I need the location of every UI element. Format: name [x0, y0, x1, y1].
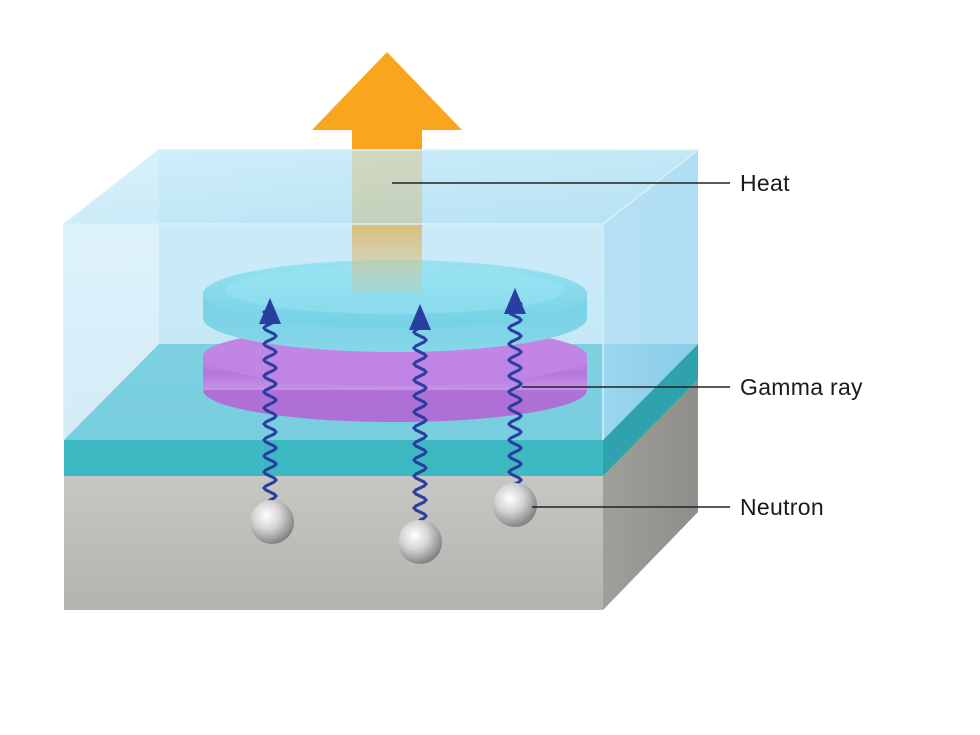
substrate-block — [64, 380, 698, 610]
water-block-front — [63, 149, 701, 440]
cyan-layer-side — [603, 344, 698, 476]
neutron-ball-1 — [250, 500, 294, 544]
gamma-ray-arrowhead-3 — [504, 288, 526, 314]
neutrons — [250, 483, 537, 564]
heat-arrow-head — [312, 52, 462, 130]
gamma-ray-wave-1 — [261, 310, 279, 502]
water-block-front-face — [64, 224, 603, 440]
gamma-ray-waves — [259, 288, 526, 522]
cyan-layer-front — [64, 440, 603, 476]
heat-label: Heat — [740, 170, 790, 196]
gamma-ray-arrowhead-1 — [259, 298, 281, 324]
substrate-side-face — [603, 380, 698, 610]
gamma-ray-wave-2 — [411, 316, 429, 522]
gamma-ray-label: Gamma ray — [740, 374, 863, 400]
gamma-ray-wave-3 — [506, 300, 524, 486]
water-block-top — [64, 150, 698, 224]
neutron-ball-2 — [398, 520, 442, 564]
neutron-label: Neutron — [740, 494, 824, 520]
neutron-ball-3 — [493, 483, 537, 527]
leader-lines — [392, 182, 730, 508]
substrate-front-face — [64, 476, 603, 610]
gamma-ray-arrowhead-2 — [409, 304, 431, 330]
